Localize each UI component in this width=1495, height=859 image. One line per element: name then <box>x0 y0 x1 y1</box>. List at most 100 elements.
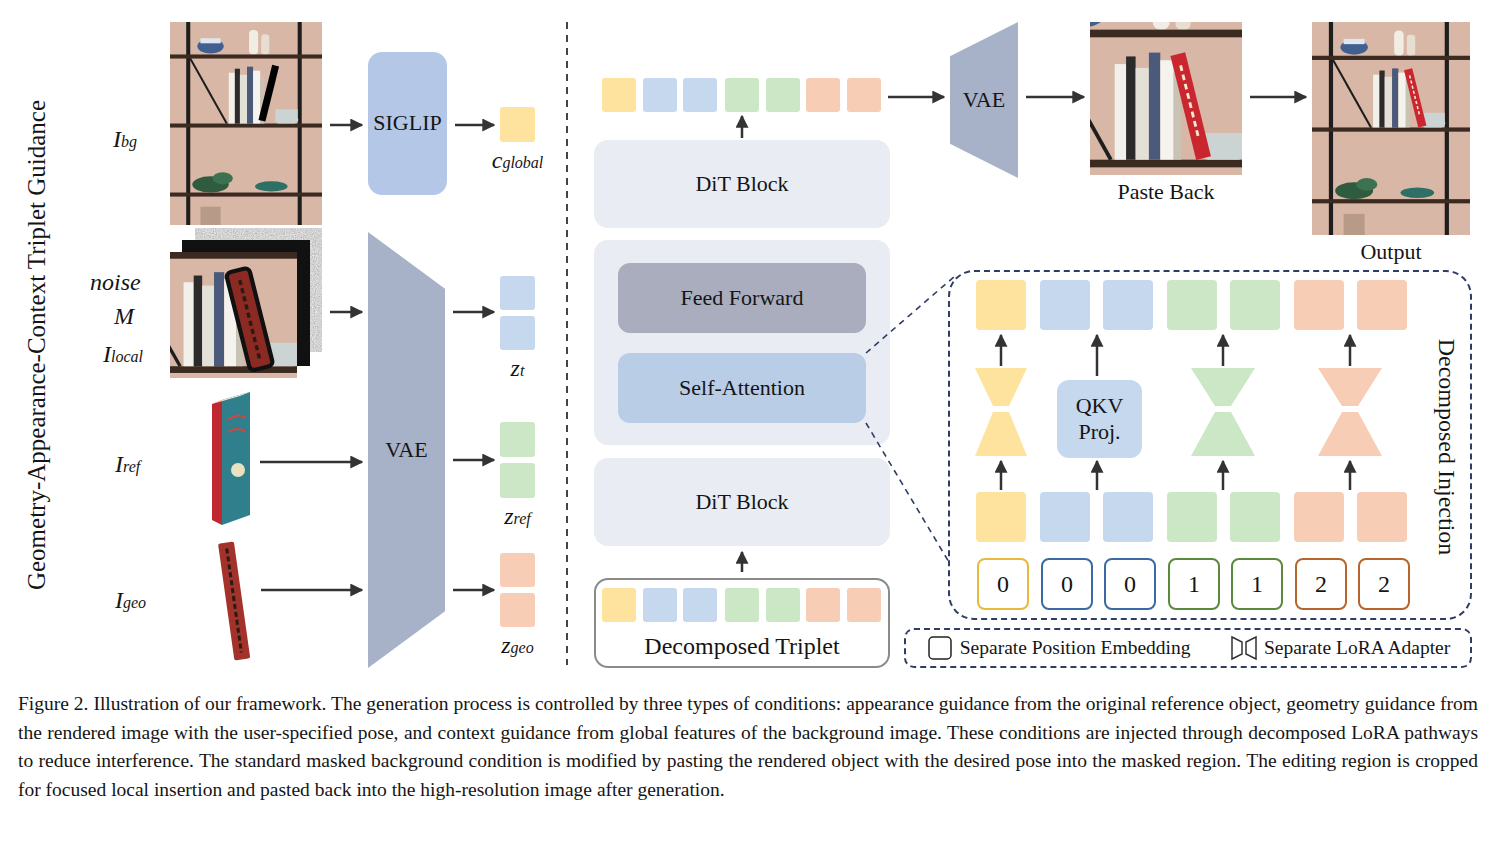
legend-sample <box>1230 635 1258 661</box>
token-row <box>643 78 677 112</box>
local-image <box>226 267 274 370</box>
injection-tokens <box>1230 280 1280 330</box>
node-text: 0 <box>1124 570 1136 599</box>
bg-image <box>170 22 322 235</box>
token-row <box>602 588 881 622</box>
reference-book <box>212 392 250 525</box>
injection-arrows <box>1096 461 1099 490</box>
path-shape <box>240 280 260 358</box>
token-row <box>602 78 636 112</box>
position-sample <box>929 637 951 659</box>
injection-arrows <box>1001 335 1350 490</box>
injection-arrows <box>1000 461 1003 490</box>
node-text: 2 <box>1378 570 1390 599</box>
node-text: DiT Block <box>695 171 788 197</box>
node-text: 2 <box>1315 570 1327 599</box>
node-text: Decomposed Triplet <box>644 632 839 661</box>
connector <box>330 124 362 127</box>
output-image <box>1312 22 1470 243</box>
dit-block: DiT Block <box>594 458 890 546</box>
connector <box>330 311 362 314</box>
injection-tokens <box>1103 492 1153 542</box>
node-text: Ibg <box>113 125 137 154</box>
injection-arrows <box>1222 335 1225 366</box>
token-row <box>725 588 759 622</box>
latent-token <box>500 422 535 457</box>
flow-arrow <box>741 116 744 138</box>
image-node: Iref <box>212 392 252 527</box>
connector <box>261 589 362 592</box>
injection-tokens <box>1357 280 1407 330</box>
vae-encoder: VAE <box>368 232 445 668</box>
node-text: SIGLIP <box>373 110 441 136</box>
node-text: Ilocal <box>103 340 143 369</box>
latent-token <box>500 316 535 350</box>
connector <box>866 275 956 353</box>
adapter-sample <box>1232 637 1242 659</box>
node-text: 1 <box>1251 570 1263 599</box>
reference-book <box>231 463 245 477</box>
dit-block: DiT Block <box>594 140 890 228</box>
injection-arrows <box>1349 335 1352 366</box>
token-row <box>806 588 840 622</box>
connector <box>455 124 494 127</box>
node-text: 1 <box>1188 570 1200 599</box>
image-node: Ibg <box>170 22 322 225</box>
node-text: cglobal <box>492 146 544 175</box>
injection-tokens <box>1357 492 1407 542</box>
connector <box>453 459 494 462</box>
legend-item: Separate LoRA Adapter <box>1230 635 1450 661</box>
node-text: 0 <box>1061 570 1073 599</box>
node-text: noise <box>90 268 141 297</box>
lora-adapter <box>975 368 1027 406</box>
position-embedding: 0 <box>1104 558 1156 610</box>
local-image <box>85 198 339 551</box>
node-text: VAE <box>385 437 427 463</box>
position-embedding: 1 <box>1168 558 1220 610</box>
geometry-render <box>227 549 242 653</box>
node-text: Iref <box>115 450 140 479</box>
injection-tokens <box>1294 280 1344 330</box>
lora-adapter <box>1318 368 1382 406</box>
latent-token <box>500 107 535 142</box>
token-row <box>766 78 800 112</box>
token-node: zt <box>500 276 535 350</box>
reference-book <box>228 415 246 432</box>
transformer-block <box>594 240 890 445</box>
node-text: 0 <box>997 570 1009 599</box>
token-row <box>766 588 800 622</box>
token-node: cglobal <box>500 107 535 142</box>
lora-adapter <box>975 368 1382 456</box>
legend-text: Separate Position Embedding <box>960 637 1191 659</box>
node-text: zt <box>511 354 525 383</box>
paste-image <box>1005 0 1290 370</box>
node-text: M <box>114 302 134 331</box>
latent-token <box>500 463 535 498</box>
lora-adapter <box>1318 412 1382 456</box>
rect-shape <box>226 267 274 370</box>
legend-item: Separate Position Embedding <box>926 635 1191 661</box>
geometry-render <box>218 541 250 660</box>
triplet-box: Decomposed Triplet <box>594 578 890 668</box>
injection-tokens <box>1230 492 1280 542</box>
token-row <box>602 588 636 622</box>
node-text: Paste Back <box>1117 179 1214 205</box>
encoder-box: SIGLIP <box>368 52 447 195</box>
legend-text: Separate LoRA Adapter <box>1264 637 1450 659</box>
injection-tokens <box>1167 492 1217 542</box>
position-embedding: 2 <box>1358 558 1410 610</box>
position-embedding: 0 <box>977 558 1029 610</box>
injection-arrows <box>1000 335 1003 366</box>
lora-adapter <box>1191 412 1255 456</box>
legend-box: Separate Position Embedding Separate LoRA… <box>904 628 1472 668</box>
node-text: DiT Block <box>695 489 788 515</box>
token-row <box>847 588 881 622</box>
image-node: noiseMIlocal <box>170 228 322 378</box>
geometry-render <box>218 541 250 660</box>
figure-caption: Figure 2. Illustration of our framework.… <box>18 690 1478 805</box>
token-row <box>725 78 759 112</box>
position-embedding: 2 <box>1295 558 1347 610</box>
paste-image <box>1005 0 1290 370</box>
injection-arrows <box>1096 335 1099 376</box>
latent-token <box>500 276 535 310</box>
